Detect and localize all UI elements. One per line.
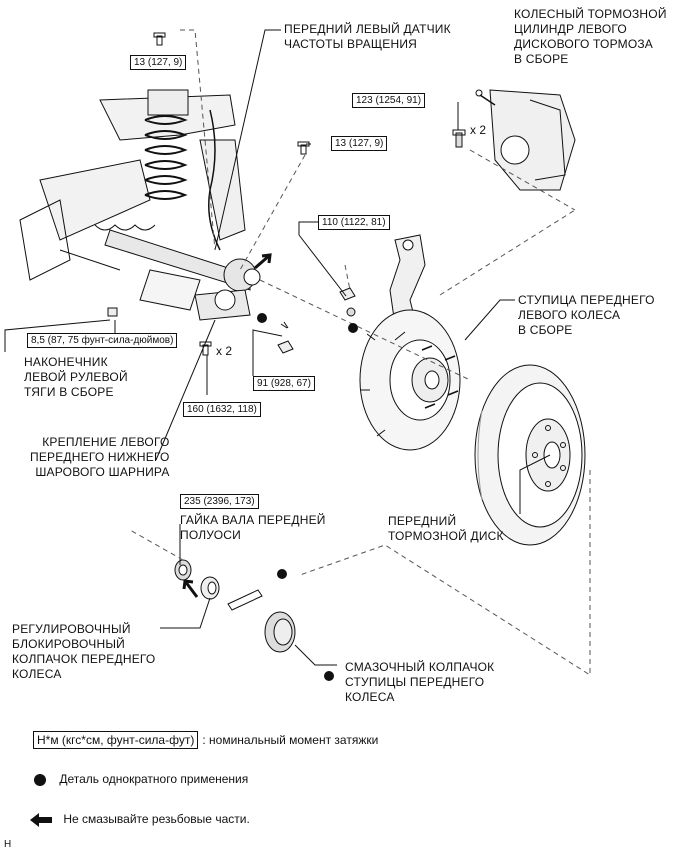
axle-nut-drawing: [174, 559, 192, 581]
grease-cap-label: СМАЗОЧНЫЙ КОЛПАЧОК СТУПИЦЫ ПЕРЕДНЕГО КОЛ…: [345, 660, 495, 704]
legend-single-use: Деталь однократного применения: [34, 772, 248, 786]
legend-no-grease: Не смазывайте резьбовые части.: [30, 812, 250, 827]
brake-disc-label: ПЕРЕДНИЙ ТОРМОЗНОЙ ДИСК: [388, 514, 504, 543]
leader-lines: [4, 29, 551, 666]
hub-assembly-drawing: [359, 309, 461, 451]
torque-box-2: 13 (127, 9): [331, 136, 388, 151]
torque-box-5: 8,5 (87, 75 фунт-сила-дюймов): [27, 333, 178, 348]
dashed-lines: [129, 29, 591, 676]
torque-box-6: 91 (928, 67): [253, 376, 315, 391]
ball-joint-label: КРЕПЛЕНИЕ ЛЕВОГО ПЕРЕДНЕГО НИЖНЕГО ШАРОВ…: [30, 435, 170, 479]
single-use-dot-icon: [34, 773, 46, 786]
torque-box-4: 110 (1122, 81): [318, 215, 390, 230]
single-use-dot-1: [348, 323, 358, 333]
legend-torque: Н*м (кгс*см, фунт-сила-фут): номинальный…: [33, 731, 379, 749]
brake-caliper-drawing: [475, 89, 576, 191]
multiplier-caliper: x 2: [470, 123, 487, 137]
footer-code: H: [4, 839, 12, 850]
legend-torque-text: : номинальный момент затяжки: [202, 733, 379, 747]
lock-cap-drawing: [200, 576, 220, 600]
speed-sensor-label: ПЕРЕДНИЙ ЛЕВЫЙ ДАТЧИК ЧАСТОТЫ ВРАЩЕНИЯ: [284, 22, 451, 51]
bolt-top-drawing: [153, 32, 166, 46]
ball-joint-bolt-drawing: [199, 341, 212, 356]
black-arrow-icon: [30, 812, 52, 827]
axle-nut-label: ГАЙКА ВАЛА ПЕРЕДНЕЙ ПОЛУОСИ: [180, 513, 326, 542]
ball-joint-nut-drawing: [277, 340, 294, 354]
knuckle-nut-drawing: [339, 287, 356, 317]
brake-disc-drawing: [474, 364, 586, 546]
torque-box-7: 160 (1632, 118): [183, 402, 261, 417]
single-use-dot-2: [257, 313, 267, 323]
brake-cylinder-label: КОЛЕСНЫЙ ТОРМОЗНОЙ ЦИЛИНДР ЛЕВОГО ДИСКОВ…: [514, 7, 667, 66]
cotter-pin-drawing: [227, 589, 263, 611]
grease-cap-drawing: [264, 611, 296, 653]
multiplier-ball-joint: x 2: [216, 344, 233, 358]
torque-box-3: 123 (1254, 91): [352, 93, 426, 108]
torque-box-1: 13 (127, 9): [130, 55, 187, 70]
legend-no-grease-text: Не смазывайте резьбовые части.: [63, 812, 250, 826]
torque-box-8: 235 (2396, 173): [180, 494, 259, 509]
caliper-bolt-drawing: [452, 129, 466, 148]
tie-rod-nut-drawing: [107, 307, 118, 317]
legend-torque-box: Н*м (кгс*см, фунт-сила-фут): [33, 731, 199, 749]
arrow-2: [182, 579, 199, 598]
arrow-1: [254, 253, 272, 270]
legend-single-use-text: Деталь однократного применения: [59, 772, 249, 786]
lock-cap-label: РЕГУЛИРОВОЧНЫЙ БЛОКИРОВОЧНЫЙ КОЛПАЧОК ПЕ…: [12, 622, 156, 681]
single-use-dot-3: [277, 569, 287, 579]
tie-rod-label: НАКОНЕЧНИК ЛЕВОЙ РУЛЕВОЙ ТЯГИ В СБОРЕ: [24, 355, 128, 399]
suspension-assembly-drawing: [19, 89, 261, 321]
steering-knuckle-drawing: [389, 234, 426, 326]
single-use-dot-4: [324, 671, 334, 681]
hub-label: СТУПИЦА ПЕРЕДНЕГО ЛЕВОГО КОЛЕСА В СБОРЕ: [518, 293, 655, 337]
